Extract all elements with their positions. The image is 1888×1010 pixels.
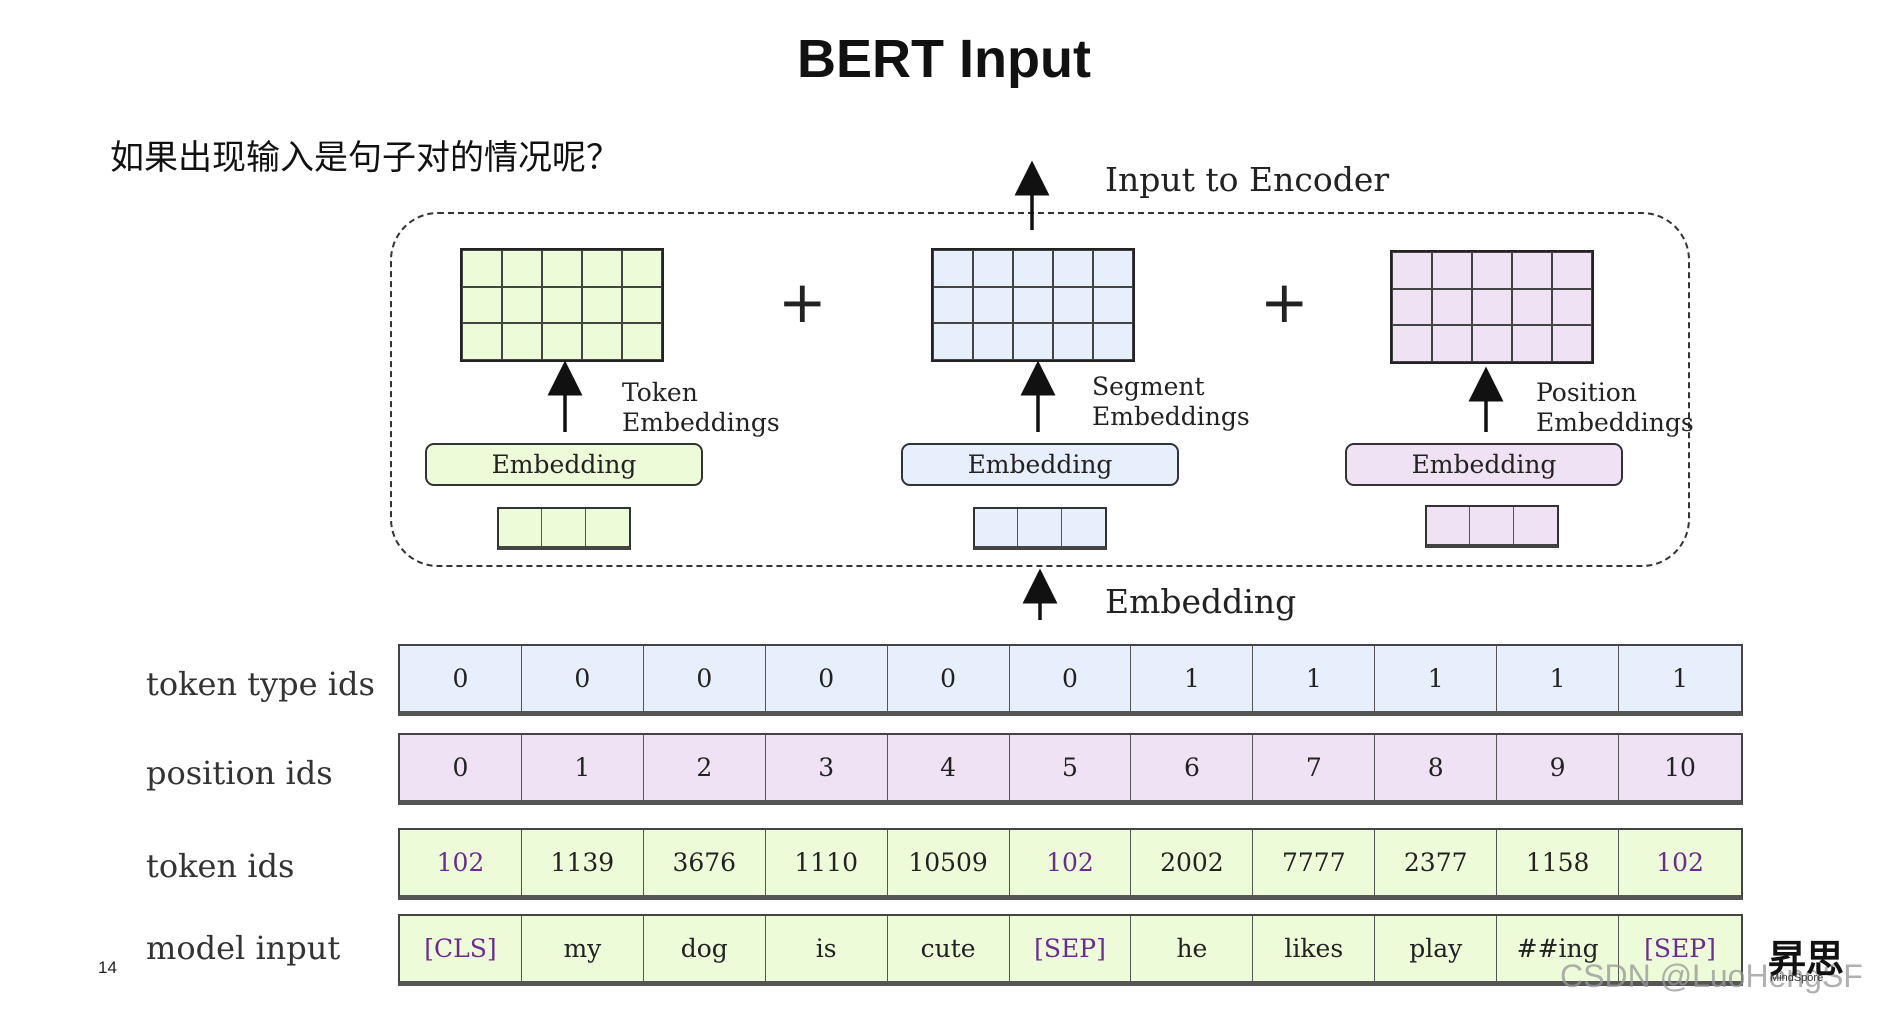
- watermark: CSDN @LuoHengSF: [1560, 958, 1863, 994]
- model-input-cell: is: [766, 916, 888, 981]
- token-embedding-box: Embedding: [425, 443, 703, 486]
- token-type-id-cell: 1: [1497, 646, 1620, 711]
- model-input-cell: he: [1131, 916, 1254, 981]
- token-label-line1: Token: [622, 378, 698, 407]
- token-type-id-cell: 0: [766, 646, 888, 711]
- position-id-cell: 6: [1131, 735, 1254, 800]
- token-id-cell: 1110: [766, 830, 888, 895]
- model-input-cell: dog: [644, 916, 766, 981]
- token-id-cell: 7777: [1253, 830, 1376, 895]
- slide-title: BERT Input: [797, 29, 1091, 89]
- plus-sign-1: +: [778, 268, 827, 336]
- segment-embedding-box: Embedding: [901, 443, 1179, 486]
- model-input-cell: play: [1375, 916, 1498, 981]
- position-embedding-box: Embedding: [1345, 443, 1623, 486]
- embedding-container: [390, 212, 1690, 567]
- position-id-cell: 0: [400, 735, 522, 800]
- position-id-cell: 9: [1497, 735, 1620, 800]
- token-type-id-cell: 0: [888, 646, 1010, 711]
- token-label-line2: Embeddings: [622, 408, 780, 437]
- position-id-cell: 1: [522, 735, 644, 800]
- position-id-cell: 2: [644, 735, 766, 800]
- model-input-cell: likes: [1253, 916, 1376, 981]
- token-type-id-cell: 0: [522, 646, 644, 711]
- token-type-id-cell: 0: [644, 646, 766, 711]
- token-type-id-cell: 1: [1375, 646, 1498, 711]
- input-to-encoder-label: Input to Encoder: [1105, 160, 1390, 199]
- token-id-cell: 2002: [1131, 830, 1254, 895]
- segment-embedding-matrix: [931, 248, 1135, 362]
- row-label-model-input: model input: [146, 929, 341, 967]
- embedding-stage-label: Embedding: [1105, 582, 1297, 621]
- page-number: 14: [98, 958, 117, 977]
- token-id-cell: 1158: [1497, 830, 1620, 895]
- token-type-id-cell: 1: [1131, 646, 1254, 711]
- token-id-cell: 102: [1656, 848, 1704, 877]
- token-embeddings-label: Token Embeddings: [622, 378, 780, 438]
- question-text: 如果出现输入是句子对的情况呢？: [110, 138, 620, 178]
- position-label-line2: Embeddings: [1536, 408, 1694, 437]
- model-input-cell: ##ing: [1497, 916, 1620, 981]
- token-id-cell: 3676: [644, 830, 766, 895]
- position-id-cell: 10: [1664, 753, 1696, 782]
- token-type-id-cell: 0: [1010, 646, 1132, 711]
- token-id-cell: 10509: [888, 830, 1010, 895]
- token-type-id-cell: 0: [400, 646, 522, 711]
- position-id-cell: 3: [766, 735, 888, 800]
- position-id-cell: 7: [1253, 735, 1376, 800]
- row-label-token-type-ids: token type ids: [146, 665, 375, 703]
- token-id-cell: 2377: [1375, 830, 1498, 895]
- position-embedding-matrix: [1390, 250, 1594, 364]
- model-input-cell: [SEP]: [1010, 916, 1132, 981]
- model-input-cell: cute: [888, 916, 1010, 981]
- position-embeddings-label: Position Embeddings: [1536, 378, 1694, 438]
- token-type-id-cell: 1: [1253, 646, 1376, 711]
- segment-label-line2: Embeddings: [1092, 402, 1250, 431]
- position-label-line1: Position: [1536, 378, 1637, 407]
- model-input-cell: my: [522, 916, 644, 981]
- position-id-cell: 4: [888, 735, 1010, 800]
- token-type-id-cell: 1: [1672, 664, 1688, 693]
- segment-embeddings-label: Segment Embeddings: [1092, 372, 1250, 432]
- plus-sign-2: +: [1260, 268, 1309, 336]
- row-label-token-ids: token ids: [146, 847, 295, 885]
- token-id-cell: 102: [400, 830, 522, 895]
- mindspore-logo-sub: MindSpore: [1770, 972, 1824, 984]
- token-input-vector: [497, 507, 631, 550]
- token-id-cell: 1139: [522, 830, 644, 895]
- model-input-cell: [SEP]: [1644, 934, 1716, 963]
- position-id-cell: 5: [1010, 735, 1132, 800]
- model-input-cell: [CLS]: [400, 916, 522, 981]
- mindspore-logo: 昇思: [1768, 937, 1845, 981]
- segment-input-vector: [973, 507, 1107, 550]
- token-embedding-matrix: [460, 248, 664, 362]
- position-input-vector: [1425, 505, 1559, 548]
- segment-label-line1: Segment: [1092, 372, 1205, 401]
- token-id-cell: 102: [1010, 830, 1132, 895]
- position-id-cell: 8: [1375, 735, 1498, 800]
- row-label-position-ids: position ids: [146, 754, 333, 792]
